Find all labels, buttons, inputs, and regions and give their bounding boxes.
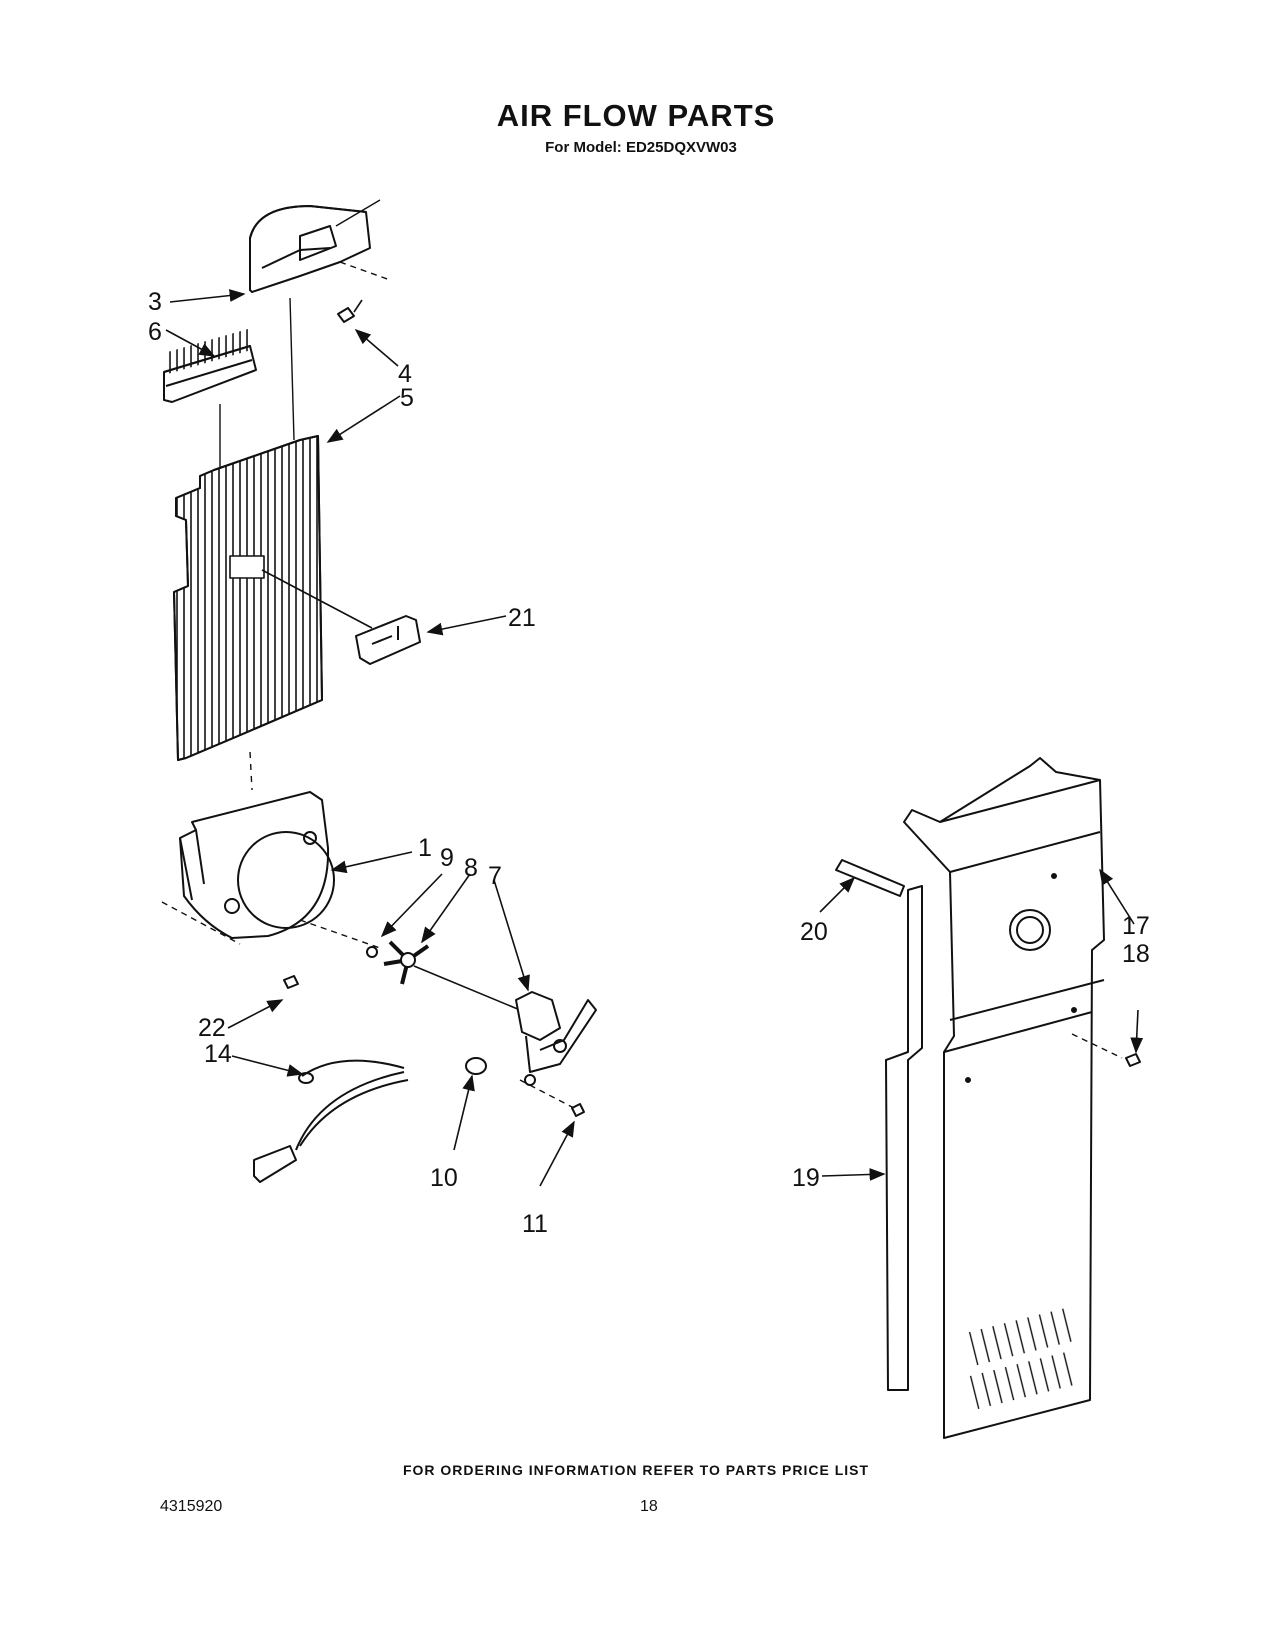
- callout-14: 14: [204, 1040, 232, 1068]
- callout-6: 6: [148, 318, 162, 346]
- page-number: 18: [640, 1498, 658, 1515]
- model-subtitle: For Model: ED25DQXVW03: [545, 139, 737, 156]
- air-tower-panel-part-17: [903, 757, 1105, 1439]
- fan-motor-part-7: [515, 991, 597, 1086]
- callout-7: 7: [488, 862, 502, 890]
- grille-part-6: [163, 328, 257, 403]
- callout-5: 5: [400, 384, 414, 412]
- callout-9: 9: [440, 844, 454, 872]
- gasket-part-20: [835, 859, 905, 897]
- callout-22: 22: [198, 1014, 226, 1042]
- wire-harness-part-14: [253, 1059, 409, 1183]
- screw-part-18: [1071, 1033, 1141, 1067]
- fan-shroud-part-1: [161, 791, 381, 949]
- callout-17: 17: [1122, 912, 1150, 940]
- callout-21: 21: [508, 604, 536, 632]
- bracket-part-21: [261, 569, 421, 665]
- document-part-number: 4315920: [160, 1498, 223, 1515]
- callout-20: 20: [800, 918, 828, 946]
- screw-part-11: [571, 1103, 585, 1117]
- page-title: AIR FLOW PARTS: [496, 98, 776, 133]
- callout-8: 8: [464, 854, 478, 882]
- ordering-note: FOR ORDERING INFORMATION REFER TO PARTS …: [402, 1462, 870, 1478]
- evaporator-cover-part-5: [173, 435, 323, 761]
- callout-18: 18: [1122, 940, 1150, 968]
- screw-part-22: [283, 975, 299, 989]
- trim-strip-part-19: [885, 885, 923, 1391]
- grommet-part-10: [465, 1057, 487, 1075]
- callout-10: 10: [430, 1164, 458, 1192]
- air-duct-cover-part: [249, 199, 391, 293]
- callout-11: 11: [522, 1210, 548, 1238]
- callout-4: 4: [398, 360, 412, 388]
- screw-part-4: [337, 299, 363, 323]
- callout-3: 3: [148, 288, 162, 316]
- callout-1: 1: [418, 834, 432, 862]
- fan-blade-part-8: [366, 940, 521, 1011]
- callout-19: 19: [792, 1164, 820, 1192]
